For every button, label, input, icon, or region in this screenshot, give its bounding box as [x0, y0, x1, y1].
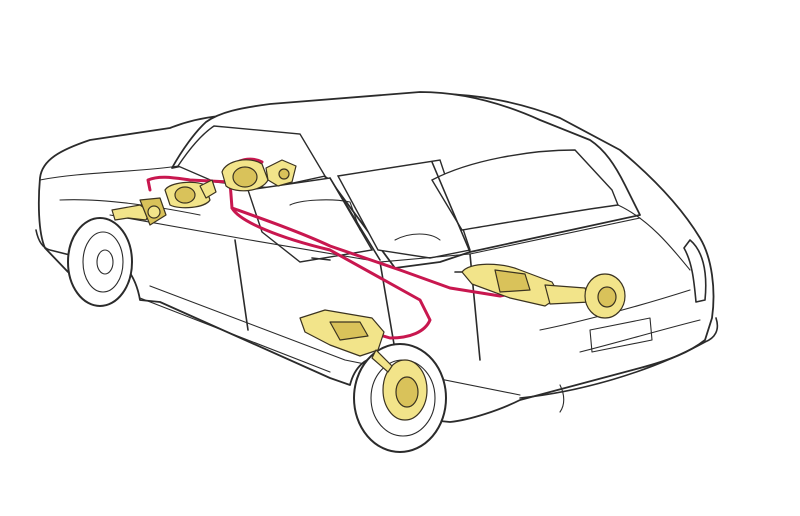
car-body — [35, 91, 719, 423]
brake-line-rear-loop — [230, 206, 432, 340]
master-cylinder — [164, 179, 217, 209]
brake-pedal-assembly — [111, 197, 167, 226]
brake-servo — [221, 159, 297, 192]
front-wheel — [67, 217, 133, 307]
rear-axle-brake-assembly — [461, 263, 626, 319]
front-brake-assembly — [299, 309, 428, 421]
brake-line-main — [146, 175, 522, 298]
